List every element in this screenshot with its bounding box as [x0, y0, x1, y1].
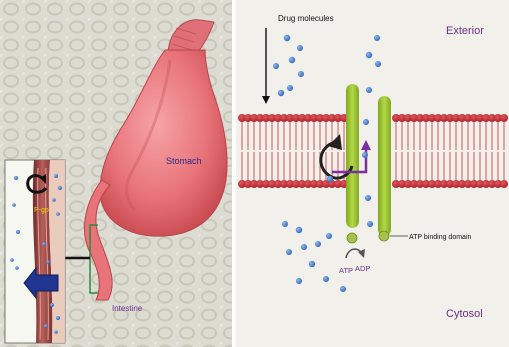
drug-molecules-label: Drug molecules [278, 14, 334, 23]
intestine-label: Intestine [112, 304, 143, 313]
adp-label: ADP [355, 264, 370, 273]
cytosol-label: Cytosol [446, 308, 483, 320]
left-panel: Stomach Intestine P-gp [0, 0, 232, 347]
nbd-left [347, 233, 357, 243]
atp-binding-domain-label: ATP binding domain [409, 234, 471, 241]
atp-label: ATP [339, 266, 353, 275]
pgp-helix-right [378, 96, 391, 236]
pgp-helix-left [346, 84, 359, 228]
right-panel: Drug molecules Exterior Cytosol ATP bind… [236, 0, 509, 347]
exterior-label: Exterior [446, 25, 484, 37]
stomach-label: Stomach [166, 156, 202, 166]
pgp-label: P-gp [34, 207, 49, 214]
nbd-right [379, 231, 389, 241]
pgp-inset: P-gp [5, 160, 65, 343]
panel-divider [232, 0, 236, 347]
